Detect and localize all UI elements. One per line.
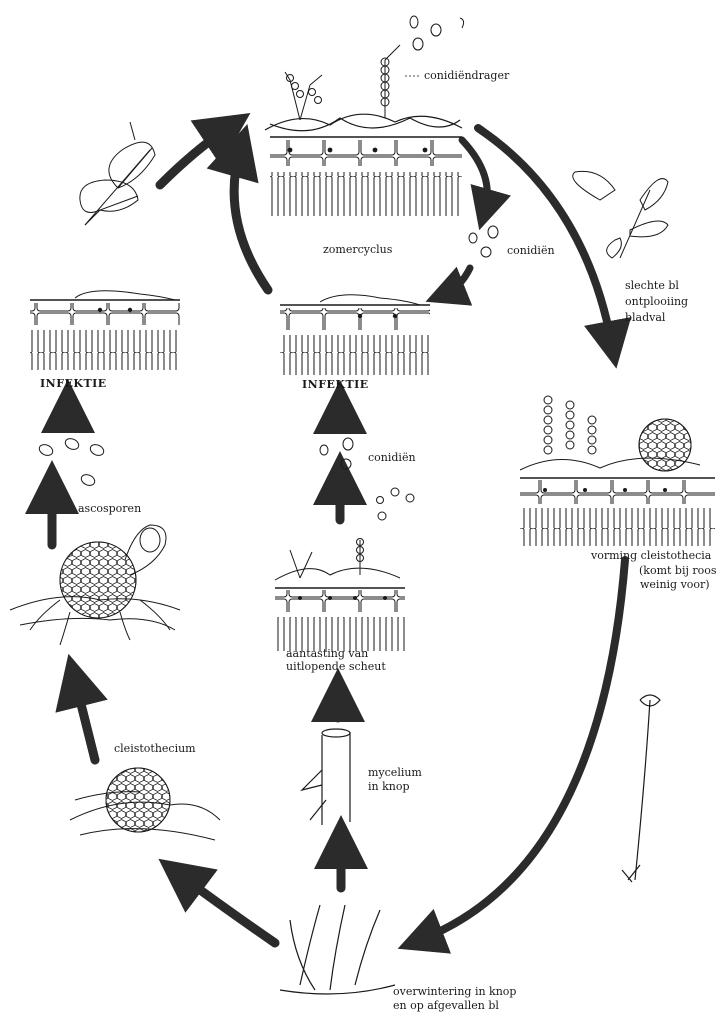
label-infektie-center: INFEKTIE — [302, 378, 369, 391]
label-infektie-left: INFEKTIE — [40, 377, 107, 390]
label-mycelium-1: mycelium — [368, 766, 422, 779]
label-slechte-2: ontplooiing — [625, 295, 688, 308]
ascospores — [38, 437, 106, 488]
arrow-cleistothecia-to-overwintering — [420, 560, 625, 940]
label-ascosporen: ascosporen — [78, 502, 141, 515]
summer-leaf-section — [265, 16, 464, 216]
ascus-icon — [10, 525, 180, 645]
arrow-cleistothecium-up — [75, 680, 95, 760]
label-cleistothecium: cleistothecium — [114, 742, 196, 755]
label-zomercyclus: zomercyclus — [323, 243, 392, 256]
arrow-overwintering-to-cleistothecium — [180, 875, 275, 943]
label-overwintering-2: en op afgevallen bl — [393, 999, 499, 1012]
cleistothecia-section — [520, 396, 715, 546]
rose-shoot-icon — [622, 695, 660, 882]
label-vorming-3: weinig voor) — [640, 578, 710, 591]
label-conidiendrager: conidiëndrager — [424, 69, 509, 82]
arrow-summer-loop-left — [234, 150, 268, 290]
arrow-conidien-to-infektie — [445, 268, 470, 294]
conidia-spores-top — [469, 226, 498, 257]
arrow-summer-to-cleistothecia — [478, 128, 612, 345]
arrow-leaf-to-summer — [160, 128, 228, 185]
label-mycelium-2: in knop — [368, 780, 410, 793]
rose-stem-icon — [302, 729, 350, 825]
rose-bush-icon — [280, 905, 395, 994]
infektie-center-section — [280, 295, 430, 375]
label-slechte-3: bladval — [625, 311, 665, 324]
label-aantasting-1: aantasting van — [286, 647, 368, 660]
cleistothecium-icon — [70, 768, 220, 840]
conidia-spores-mid — [320, 438, 353, 469]
label-overwintering-1: overwintering in knop — [393, 985, 516, 998]
rose-leaf-icon — [80, 122, 155, 225]
arrow-summer-down — [462, 140, 487, 210]
label-conidien-top: conidiën — [507, 244, 555, 257]
label-conidien-mid: conidiën — [368, 451, 416, 464]
label-aantasting-2: uitlopende scheut — [286, 660, 386, 673]
label-slechte-1: slechte bl — [625, 279, 679, 292]
label-vorming-2: (komt bij roos — [639, 564, 717, 577]
infektie-left-section — [30, 291, 180, 370]
leaf-sprig-icon — [573, 171, 668, 258]
label-vorming-1: vorming cleistothecia — [591, 549, 711, 562]
